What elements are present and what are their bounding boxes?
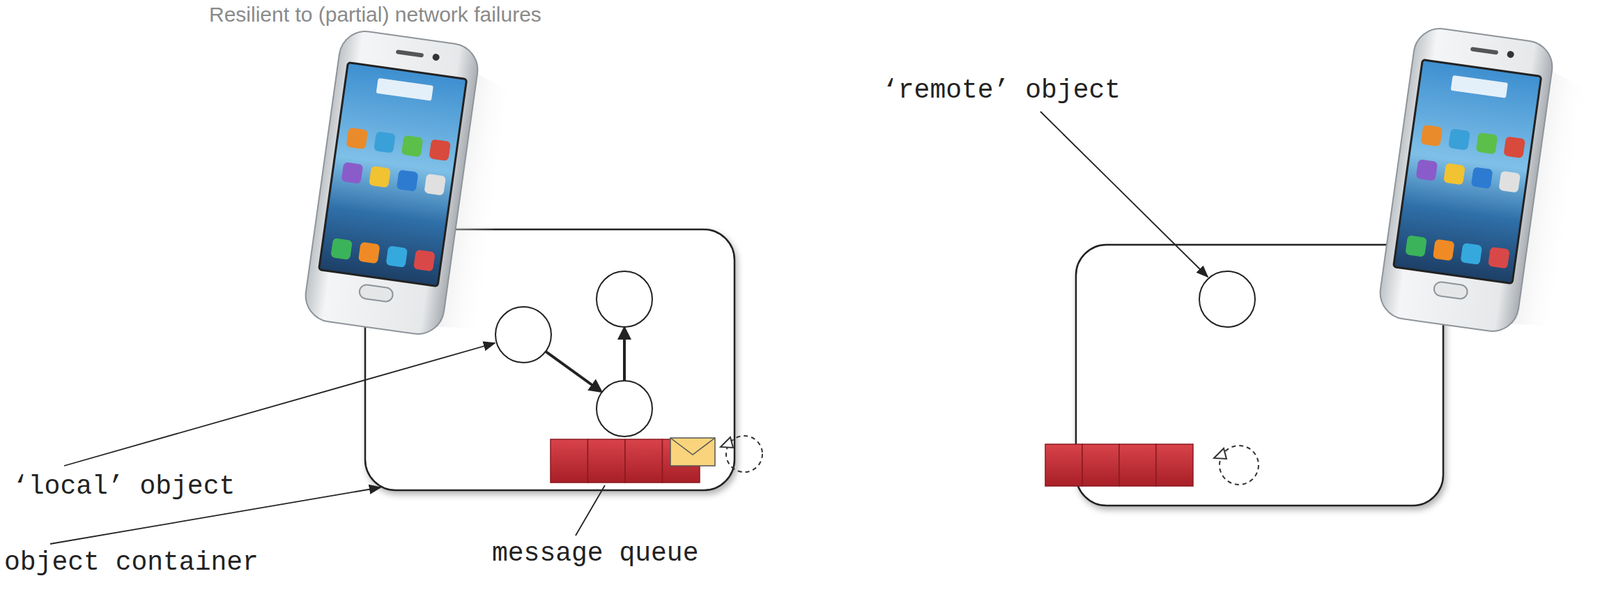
- queue-cell: [1082, 443, 1120, 486]
- reference-arrow: [545, 351, 601, 391]
- envelope: [670, 437, 715, 466]
- queue-cell: [625, 439, 663, 483]
- leader-line: [1040, 111, 1208, 277]
- object-circle: [596, 380, 653, 437]
- slide-title: Resilient to (partial) network failures: [209, 2, 542, 28]
- loop-arrowhead: [1213, 448, 1227, 459]
- envelope-flap: [670, 437, 715, 455]
- callout-label: object container: [4, 547, 259, 578]
- callout-label: ‘local’ object: [12, 471, 235, 502]
- queue-cell: [550, 439, 589, 483]
- object-circle: [596, 271, 653, 327]
- leader-line: [575, 485, 605, 536]
- queue-cell: [588, 439, 626, 483]
- event-loop: [1219, 445, 1259, 485]
- envelope-body: [670, 437, 715, 466]
- callout-label: ‘remote’ object: [882, 75, 1121, 106]
- object-circle: [495, 306, 552, 363]
- leader-line: [64, 342, 495, 466]
- smartphone: [302, 27, 523, 343]
- object-circle: [1199, 271, 1256, 327]
- loop-arrowhead: [720, 436, 734, 448]
- reference-arrow: [622, 328, 626, 381]
- smartphone: [1377, 25, 1598, 341]
- queue-cell: [1119, 443, 1157, 486]
- queue-cell: [1156, 443, 1194, 486]
- queue-cell: [1045, 443, 1083, 486]
- callout-label: message queue: [491, 537, 699, 569]
- message-queue: [1045, 443, 1194, 486]
